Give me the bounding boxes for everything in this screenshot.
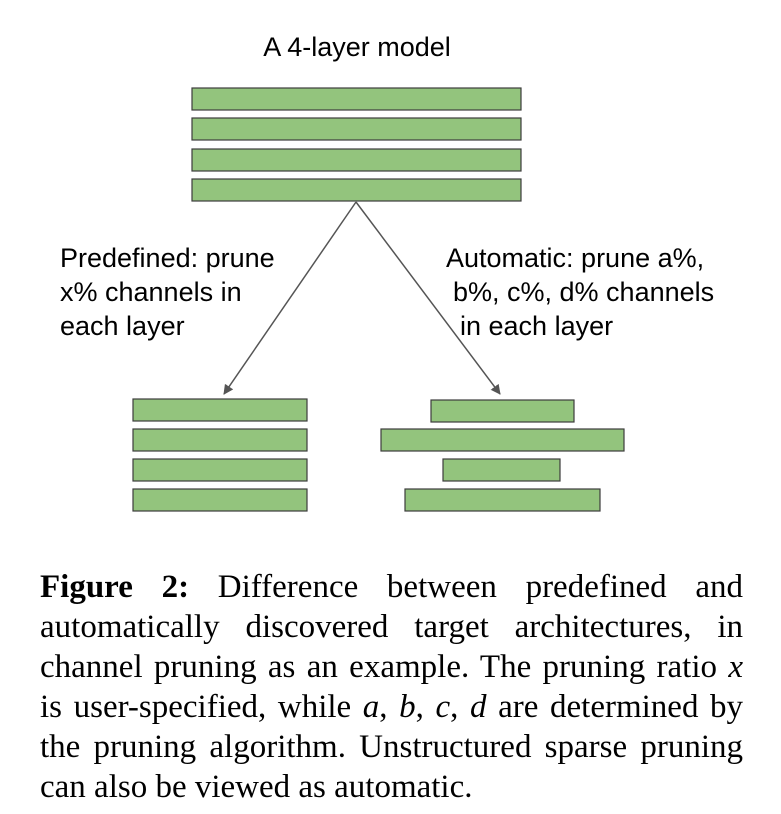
predefined-label-line-1: Predefined: prune: [60, 243, 275, 273]
automatic-layer-1: [430, 399, 575, 423]
automatic-label: Automatic: prune a%, b%, c%, d% channels…: [446, 241, 714, 343]
predefined-label: Predefined: prune x% channels in each la…: [60, 241, 275, 343]
predefined-layer-2: [132, 428, 308, 452]
caption-text-3: are determined by the pruning algorithm.…: [40, 689, 744, 805]
caption-sep-3: ,: [450, 689, 471, 725]
figure-label: Figure 2:: [40, 569, 190, 605]
caption-sep-1: ,: [379, 689, 400, 725]
caption-math-a: a: [362, 689, 380, 725]
automatic-model: [380, 399, 625, 512]
automatic-arrow: [355, 201, 501, 395]
predefined-layer-3: [132, 458, 308, 482]
model-title: A 4-layer model: [263, 32, 451, 62]
caption-math-d: d: [470, 689, 487, 725]
predefined-label-line-3: each layer: [60, 311, 185, 341]
original-layer-4: [191, 178, 522, 202]
caption-text-1: Difference between predefined and automa…: [40, 569, 744, 685]
caption-sep-2: ,: [415, 689, 436, 725]
predefined-model: [132, 398, 308, 512]
original-layer-1: [191, 87, 522, 111]
caption-math-c: c: [435, 689, 451, 725]
original-layer-2: [191, 117, 522, 141]
pruning-diagram: A 4-layer model Predefined: prune x% cha…: [60, 32, 714, 512]
automatic-layer-4: [404, 488, 601, 512]
predefined-layer-1: [132, 398, 308, 422]
predefined-arrow: [223, 201, 357, 395]
automatic-label-line-3: in each layer: [460, 311, 614, 341]
original-model: [191, 87, 522, 202]
predefined-label-line-2: x% channels in: [60, 277, 242, 307]
automatic-layer-3: [442, 458, 561, 482]
diagram-canvas: [132, 87, 625, 512]
original-layer-3: [191, 148, 522, 172]
automatic-layer-2: [380, 428, 625, 452]
caption-text-2: is user-specified, while: [40, 689, 363, 725]
automatic-label-line-2: b%, c%, d% channels: [453, 277, 715, 307]
automatic-label-line-1: Automatic: prune a%,: [446, 243, 705, 273]
caption-math-b: b: [399, 689, 416, 725]
figure-caption: Figure 2: Difference between predefined …: [40, 567, 743, 807]
predefined-layer-4: [132, 488, 308, 512]
caption-math-x: x: [728, 649, 743, 685]
